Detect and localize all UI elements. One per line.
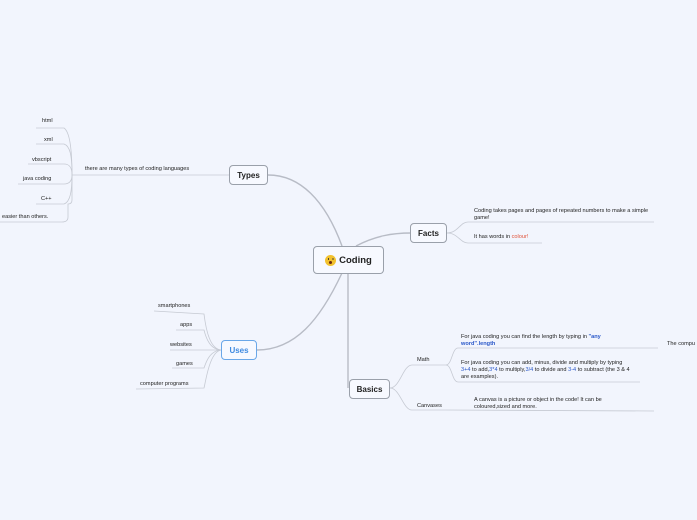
facts-item-colour-prefix: It has words in bbox=[474, 234, 512, 240]
types-item-cpp[interactable]: C++ bbox=[41, 196, 52, 202]
facts-item-colour[interactable]: It has words in colour! bbox=[474, 234, 528, 241]
math-ops-text-3: to multiply, bbox=[497, 367, 526, 373]
uses-item-smartphones[interactable]: smartphones bbox=[158, 303, 191, 309]
math-ops-code-multiply: 3*4 bbox=[489, 367, 498, 373]
facts-item-pages[interactable]: Coding takes pages and pages of repeated… bbox=[474, 208, 649, 221]
types-item-xml[interactable]: xml bbox=[44, 137, 53, 143]
types-item-java-coding[interactable]: java coding bbox=[23, 176, 52, 182]
central-topic-coding[interactable]: Coding bbox=[313, 246, 384, 274]
types-item-html[interactable]: html bbox=[42, 118, 53, 124]
basics-math[interactable]: Math bbox=[417, 357, 430, 363]
branch-uses[interactable]: Uses bbox=[221, 340, 257, 360]
math-ops-code-add: 3+4 bbox=[461, 367, 471, 373]
branch-types-label: Types bbox=[237, 170, 260, 180]
central-topic-label: Coding bbox=[339, 254, 372, 266]
uses-item-websites[interactable]: websites bbox=[170, 342, 192, 348]
branch-uses-label: Uses bbox=[229, 345, 249, 355]
math-ops-text-1: For java coding you can add, minus, divi… bbox=[461, 360, 623, 366]
facts-item-colour-word: colour! bbox=[511, 234, 529, 240]
types-item-vbscript[interactable]: vbscript bbox=[32, 157, 52, 163]
math-length-code: "any word".length bbox=[461, 334, 601, 347]
types-item-easier[interactable]: easier than others. bbox=[2, 214, 49, 220]
math-ops-code-subtract: 3-4 bbox=[568, 367, 577, 373]
math-operations-note[interactable]: For java coding you can add, minus, divi… bbox=[461, 360, 631, 381]
math-overflow-topic[interactable]: The compu bbox=[667, 341, 695, 347]
branch-basics[interactable]: Basics bbox=[349, 379, 390, 399]
math-length-note[interactable]: For java coding you can find the length … bbox=[461, 334, 636, 348]
uses-item-computer-programs[interactable]: computer programs bbox=[140, 381, 189, 387]
math-length-text: For java coding you can find the length … bbox=[461, 334, 589, 340]
canvases-note[interactable]: A canvas is a picture or object in the c… bbox=[474, 397, 602, 410]
branch-types[interactable]: Types bbox=[229, 165, 268, 185]
branch-basics-label: Basics bbox=[356, 384, 383, 394]
math-ops-text-5: to subtract (the 3 & 4 are examples). bbox=[461, 367, 630, 380]
math-ops-text-4: to divide and bbox=[533, 367, 569, 373]
branch-facts[interactable]: Facts bbox=[410, 223, 447, 243]
uses-item-apps[interactable]: apps bbox=[180, 322, 193, 328]
shocked-face-emoji-icon bbox=[325, 254, 337, 266]
basics-canvases[interactable]: Canvases bbox=[417, 403, 442, 409]
math-ops-text-2: to add, bbox=[470, 367, 490, 373]
uses-item-games[interactable]: games bbox=[176, 361, 193, 367]
branch-facts-label: Facts bbox=[418, 228, 439, 238]
types-subtopic[interactable]: there are many types of coding languages bbox=[85, 166, 190, 172]
math-ops-code-divide: 3/4 bbox=[525, 367, 534, 373]
